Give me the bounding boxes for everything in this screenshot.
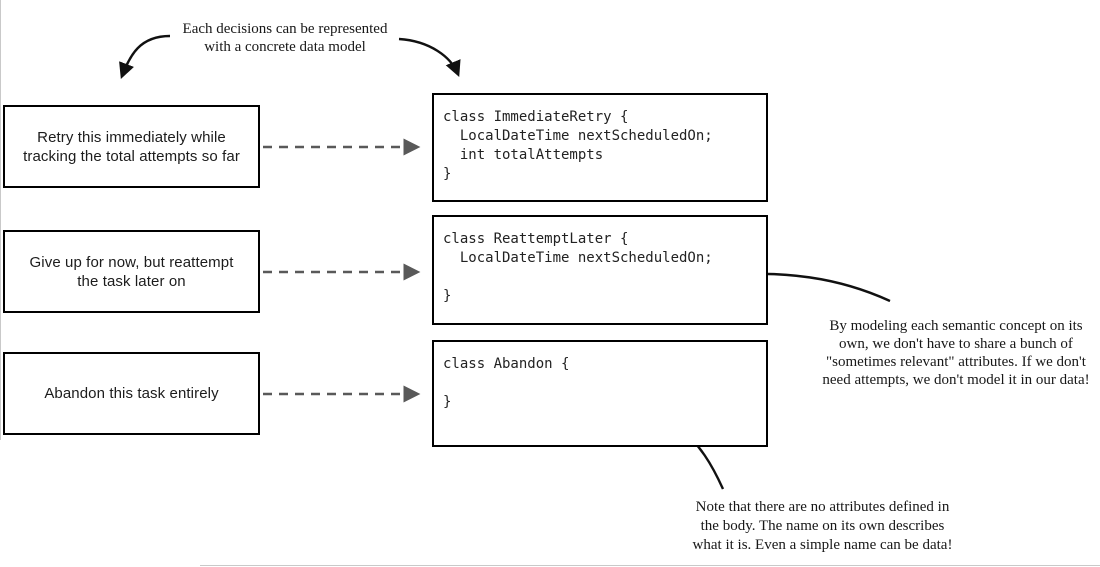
screen-edge-left [0, 0, 1, 440]
decision-box-abandon-label: Abandon this task entirely [44, 385, 219, 402]
bottom-annotation: Note that there are no attributes define… [692, 499, 953, 553]
code-box-immediateretry: class ImmediateRetry { LocalDateTime nex… [432, 93, 768, 202]
code-box-abandon: class Abandon { } [432, 340, 768, 447]
decision-box-retry: Retry this immediately while tracking th… [3, 105, 260, 188]
decision-box-giveup: Give up for now, but reattempt the task … [3, 230, 260, 313]
decision-box-giveup-label: Give up for now, but reattempt the task … [29, 253, 234, 290]
side-annotation: By modeling each semantic concept on its… [822, 318, 1090, 388]
top-annotation: Each decisions can be represented with a… [182, 21, 388, 55]
code-box-reattemptlater: class ReattemptLater { LocalDateTime nex… [432, 215, 768, 325]
screen-edge-bottom [200, 565, 1100, 566]
decision-box-abandon: Abandon this task entirely [3, 352, 260, 435]
decision-box-retry-label: Retry this immediately while tracking th… [23, 128, 240, 165]
